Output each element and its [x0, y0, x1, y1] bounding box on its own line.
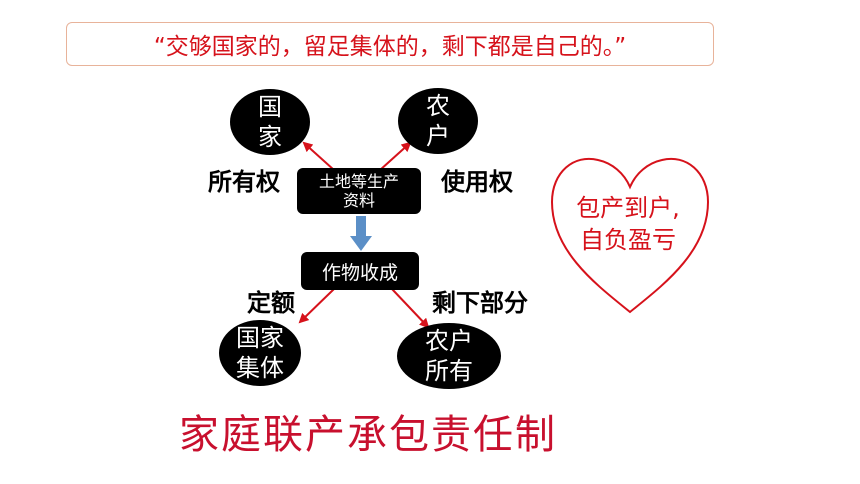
- down-arrow-icon: [350, 216, 372, 251]
- node-collective-line2: 集体: [236, 354, 284, 382]
- arrow-to-farmer: [379, 141, 412, 171]
- node-land-line1: 土地等生产: [318, 172, 399, 191]
- node-land: 土地等生产 资料: [297, 168, 421, 214]
- arrow-to-collective: [298, 288, 335, 324]
- node-farmer: 农 户: [398, 88, 478, 154]
- page-title: 家庭联产承包责任制: [179, 412, 557, 458]
- node-farmer-owned-line1: 农户: [425, 327, 473, 355]
- heart-icon: [550, 157, 710, 314]
- node-farmer-line1: 农: [426, 92, 450, 120]
- node-crops-label: 作物收成: [321, 261, 398, 284]
- quote-text: “交够国家的，留足集体的，剩下都是自己的。”: [153, 34, 627, 60]
- heart-text-line1: 包产到户,: [576, 194, 680, 222]
- heart-text-line2: 自负盈亏: [580, 226, 676, 254]
- label-quota: 定额: [247, 289, 295, 317]
- quote-banner: “交够国家的，留足集体的，剩下都是自己的。”: [66, 22, 714, 66]
- node-crops: 作物收成: [301, 252, 419, 290]
- arrow-to-state: [302, 141, 335, 171]
- node-farmer-line2: 户: [426, 122, 450, 150]
- node-collective: 国家 集体: [219, 320, 301, 386]
- node-farmer-owned: 农户 所有: [397, 323, 501, 389]
- label-use-right: 使用权: [441, 168, 513, 196]
- heart-text: 包产到户, 自负盈亏: [566, 192, 690, 256]
- node-land-line2: 资料: [342, 191, 375, 210]
- node-state: 国 家: [230, 89, 310, 155]
- label-remainder: 剩下部分: [432, 289, 528, 317]
- label-ownership: 所有权: [208, 168, 280, 196]
- node-collective-line1: 国家: [236, 324, 284, 352]
- node-state-line2: 家: [258, 123, 282, 151]
- node-farmer-owned-line2: 所有: [425, 357, 473, 385]
- node-state-line1: 国: [258, 93, 282, 121]
- arrow-to-farmer-owned: [391, 288, 430, 329]
